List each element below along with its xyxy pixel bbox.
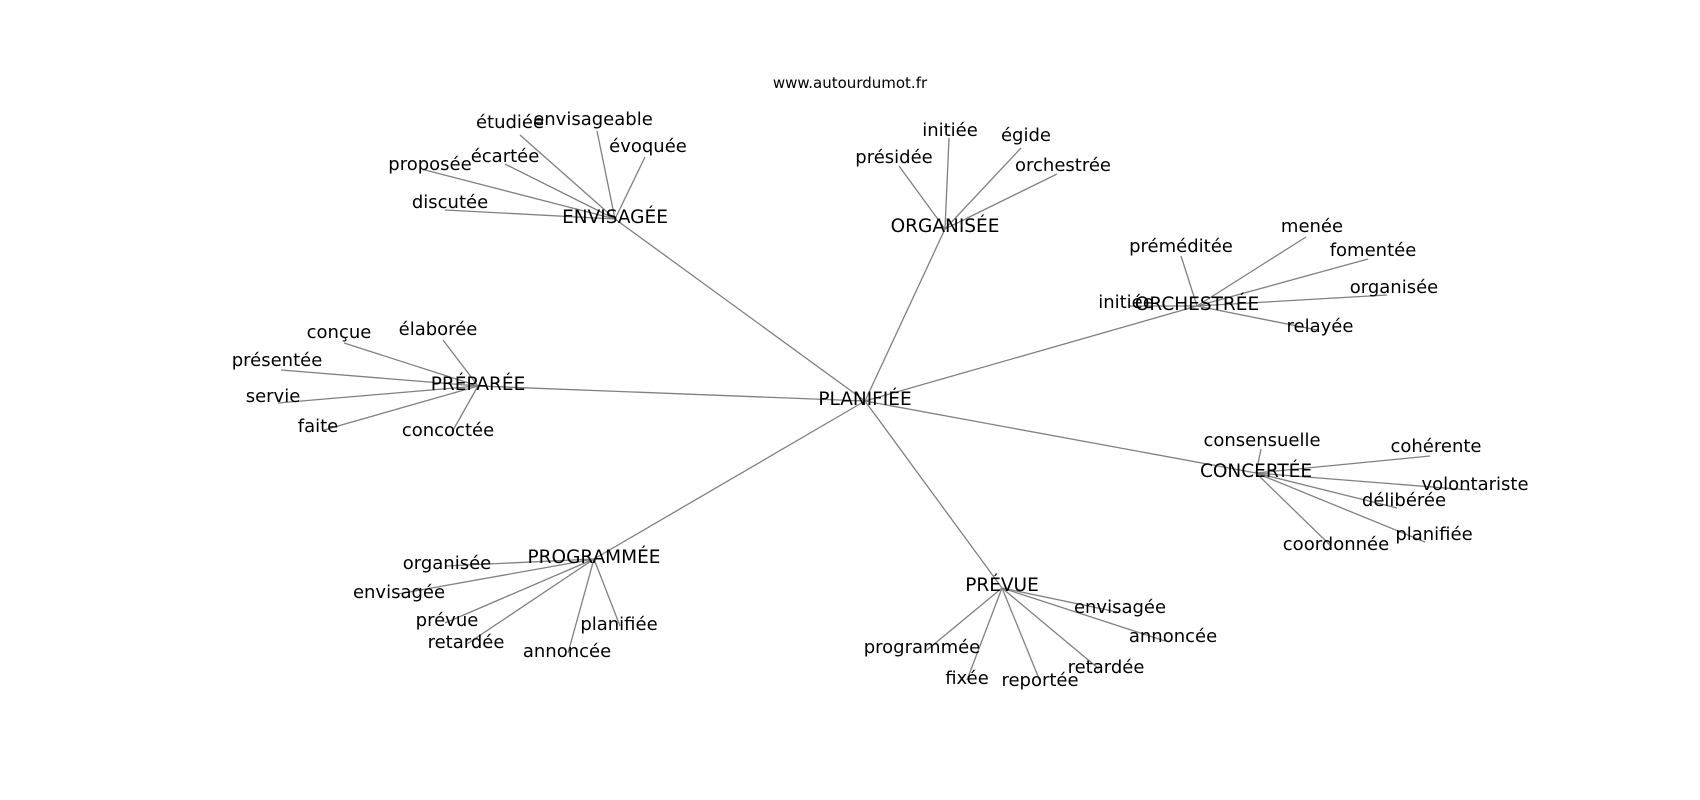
leaf-word-label: relayée bbox=[1287, 316, 1354, 337]
edge-center-to-cluster bbox=[593, 400, 866, 560]
edge-cluster-to-word bbox=[1196, 236, 1307, 307]
leaf-word-label: évoquée bbox=[609, 136, 687, 157]
edge-cluster-to-word bbox=[1196, 258, 1369, 307]
edge-cluster-to-word bbox=[944, 137, 950, 230]
leaf-word-label: retardée bbox=[428, 632, 505, 653]
edge-cluster-to-word bbox=[567, 558, 595, 654]
leaf-word-label: planifiée bbox=[1395, 524, 1472, 545]
edges-layer bbox=[277, 130, 1471, 682]
leaf-word-label: envisageable bbox=[533, 109, 653, 130]
leaf-word-label: envisagée bbox=[1074, 597, 1166, 618]
cluster-label: ORGANISÉE bbox=[891, 215, 1000, 237]
leaf-word-label: initiée bbox=[922, 120, 978, 141]
edge-cluster-to-word bbox=[966, 587, 1003, 681]
leaf-word-label: annoncée bbox=[523, 641, 611, 662]
edge-cluster-to-word bbox=[1255, 472, 1332, 547]
edge-cluster-to-word bbox=[1196, 294, 1388, 307]
edge-cluster-to-word bbox=[445, 558, 595, 567]
leaf-word-label: coordonnée bbox=[1283, 534, 1389, 555]
leaf-word-label: égide bbox=[1001, 125, 1051, 146]
edge-cluster-to-word bbox=[1001, 587, 1118, 613]
leaf-word-label: prévue bbox=[416, 610, 479, 631]
edge-cluster-to-word bbox=[593, 558, 621, 627]
edge-cluster-to-word bbox=[1255, 455, 1431, 474]
edge-center-to-cluster bbox=[864, 228, 946, 402]
leaf-word-label: annoncée bbox=[1129, 626, 1217, 647]
leaf-word-label: concoctée bbox=[402, 420, 494, 441]
leaf-word-label: conçue bbox=[307, 322, 372, 343]
leaf-word-label: consensuelle bbox=[1203, 430, 1320, 451]
leaf-word-label: servie bbox=[246, 386, 301, 407]
edge-cluster-to-word bbox=[1001, 587, 1100, 670]
leaf-word-label: retardée bbox=[1068, 657, 1145, 678]
edge-cluster-to-word bbox=[1255, 472, 1398, 509]
edge-cluster-to-word bbox=[444, 209, 616, 220]
leaf-word-label: écartée bbox=[471, 146, 540, 167]
edge-cluster-to-word bbox=[898, 165, 946, 230]
edge-cluster-to-word bbox=[1255, 448, 1262, 474]
edge-center-to-cluster bbox=[864, 400, 1003, 589]
cluster-label: ORCHESTRÉE bbox=[1135, 293, 1259, 315]
edge-cluster-to-word bbox=[1196, 305, 1318, 331]
leaf-word-label: fixée bbox=[945, 668, 989, 689]
edge-cluster-to-word bbox=[614, 156, 646, 220]
edge-cluster-to-word bbox=[1001, 587, 1041, 682]
leaf-word-label: présentée bbox=[232, 350, 323, 371]
edge-center-to-cluster bbox=[477, 385, 866, 402]
leaf-word-label: menée bbox=[1281, 216, 1343, 237]
cluster-label: PRÉVUE bbox=[965, 574, 1039, 596]
edge-cluster-to-word bbox=[1001, 587, 1166, 642]
edge-cluster-to-word bbox=[1255, 472, 1426, 543]
leaf-word-label: reportée bbox=[1001, 670, 1078, 691]
edge-center-to-cluster bbox=[614, 218, 866, 402]
leaf-word-label: fomentée bbox=[1330, 240, 1417, 261]
leaf-word-label: étudiée bbox=[476, 112, 544, 133]
edge-cluster-to-word bbox=[323, 385, 479, 431]
edge-cluster-to-word bbox=[442, 339, 479, 387]
leaf-word-label: cohérente bbox=[1390, 436, 1481, 457]
source-url: www.autourdumot.fr bbox=[773, 74, 928, 92]
edge-cluster-to-word bbox=[451, 385, 479, 433]
leaf-word-label: envisagée bbox=[353, 582, 445, 603]
edge-cluster-to-word bbox=[1180, 255, 1198, 307]
edge-cluster-to-word bbox=[343, 342, 479, 387]
edge-center-to-cluster bbox=[864, 400, 1257, 474]
edge-cluster-to-word bbox=[504, 163, 616, 220]
leaf-word-label: organisée bbox=[1350, 277, 1439, 298]
edge-cluster-to-word bbox=[596, 130, 616, 220]
leaf-word-label: préméditée bbox=[1129, 236, 1233, 257]
leaf-word-label: élaborée bbox=[399, 319, 478, 340]
cluster-label: PRÉPARÉE bbox=[431, 373, 526, 395]
edge-cluster-to-word bbox=[1255, 472, 1471, 491]
center-word-label: PLANIFIÉE bbox=[818, 388, 911, 410]
edge-cluster-to-word bbox=[926, 587, 1003, 651]
leaf-word-label: programmée bbox=[864, 637, 981, 658]
edge-cluster-to-word bbox=[280, 369, 479, 387]
leaf-word-label: proposée bbox=[388, 154, 471, 175]
leaf-word-label: initiée bbox=[1098, 292, 1154, 313]
edge-cluster-to-word bbox=[944, 147, 1022, 230]
leaf-word-label: planifiée bbox=[580, 614, 657, 635]
cluster-label: ENVISAGÉE bbox=[562, 206, 668, 228]
edge-cluster-to-word bbox=[944, 173, 1058, 230]
leaf-word-label: volontariste bbox=[1421, 474, 1528, 495]
leaf-word-label: orchestrée bbox=[1015, 155, 1111, 176]
cluster-label: PROGRAMMÉE bbox=[528, 546, 661, 568]
leaf-word-label: présidée bbox=[855, 147, 932, 168]
edge-center-to-cluster bbox=[864, 305, 1198, 402]
leaf-word-label: délibérée bbox=[1362, 490, 1446, 511]
edge-cluster-to-word bbox=[466, 558, 595, 645]
edge-cluster-to-word bbox=[277, 385, 479, 404]
cluster-label: CONCERTÉE bbox=[1200, 460, 1312, 482]
edge-cluster-to-word bbox=[397, 558, 595, 595]
leaf-word-label: discutée bbox=[412, 192, 488, 213]
leaf-word-label: organisée bbox=[403, 553, 492, 574]
edge-cluster-to-word bbox=[424, 169, 616, 220]
leaf-word-label: faite bbox=[298, 416, 339, 437]
edge-cluster-to-word bbox=[519, 134, 616, 220]
edge-cluster-to-word bbox=[444, 558, 595, 624]
